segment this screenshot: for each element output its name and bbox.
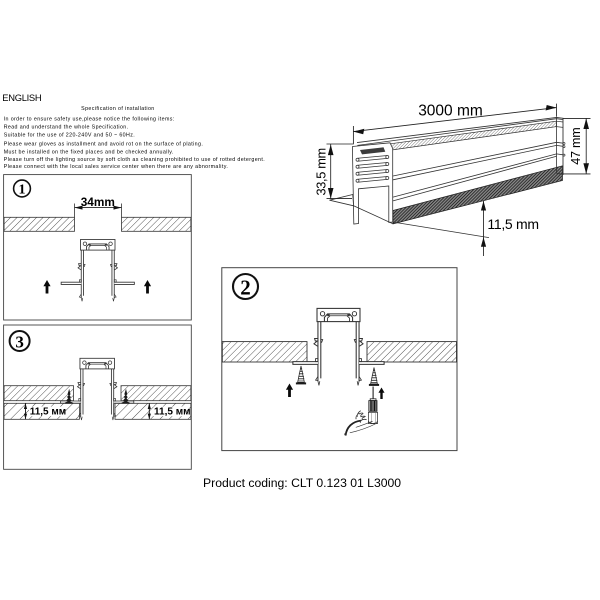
svg-text:2: 2 (240, 275, 251, 299)
svg-text:Product coding: CLT 0.123 01 L: Product coding: CLT 0.123 01 L3000 (203, 476, 401, 490)
svg-text:47 mm: 47 mm (569, 128, 583, 165)
svg-text:11,5 мм: 11,5 мм (154, 407, 190, 418)
svg-text:3000 mm: 3000 mm (418, 103, 483, 120)
svg-text:34mm: 34mm (81, 195, 115, 209)
svg-text:Must be installed on the fixed: Must be installed on the fixed places an… (4, 149, 174, 155)
svg-text:In order to ensure safety use,: In order to ensure safety use,please not… (4, 117, 175, 123)
svg-text:Specification of installation: Specification of installation (81, 106, 154, 112)
svg-text:11,5 мм: 11,5 мм (30, 407, 66, 418)
svg-text:Read and understand the whole: Read and understand the whole Specificat… (4, 125, 129, 131)
svg-text:11,5 mm: 11,5 mm (487, 216, 538, 232)
svg-text:1: 1 (19, 183, 26, 198)
svg-text:Suitable for the use of 220-24: Suitable for the use of 220-240V and 50 … (4, 132, 135, 138)
svg-text:Please wear gloves as installm: Please wear gloves as installment and av… (4, 142, 204, 148)
svg-text:Please turn off the lighting s: Please turn off the lighting source by s… (4, 157, 265, 163)
svg-text:ENGLISH: ENGLISH (2, 92, 41, 103)
svg-text:33,5 mm: 33,5 mm (313, 148, 328, 195)
svg-text:3: 3 (15, 332, 24, 351)
svg-text:Please connect with the local: Please connect with the local sales serv… (4, 164, 229, 170)
